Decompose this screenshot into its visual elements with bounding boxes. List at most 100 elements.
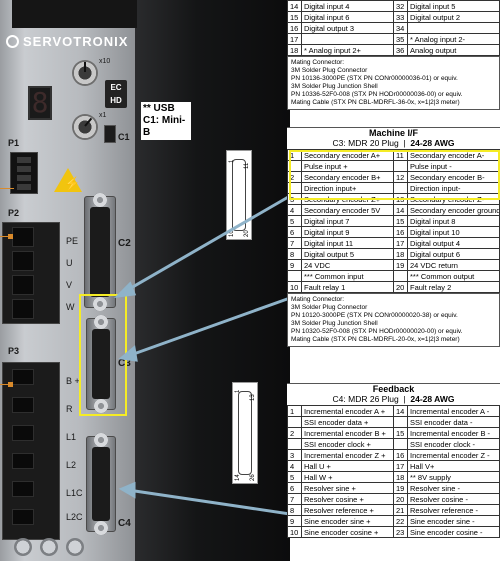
pin-number: 22 xyxy=(393,515,408,527)
p3-connector[interactable] xyxy=(2,362,60,540)
mating-line: 3M Solder Plug Connector xyxy=(291,67,368,74)
c4-label: C4 xyxy=(118,518,131,529)
p3-label: P3 xyxy=(8,346,20,356)
pin-signal: SSI encoder data + xyxy=(301,416,394,428)
c2-connector[interactable] xyxy=(84,193,116,311)
pin-signal: Pulse input + xyxy=(301,160,394,172)
machine-if-subtitle: C3: MDR 20 Plug | 24-28 AWG xyxy=(287,138,500,148)
c4-connector[interactable] xyxy=(86,433,116,535)
drive-side-panel xyxy=(135,0,290,561)
pin-number: 36 xyxy=(393,44,408,56)
mating-line: Mating Cable (STX PN CBL-MDRFL-20-0x, x=… xyxy=(291,336,460,343)
pin-number: 18 xyxy=(287,44,302,56)
callout-dot-p2 xyxy=(8,234,13,239)
pin-signal: Sine encoder sine + xyxy=(301,515,394,527)
pin-signal: Hall U + xyxy=(301,460,394,472)
pin-number: 20 xyxy=(393,281,408,293)
pin-number: 15 xyxy=(287,11,302,23)
pin-signal: Resolver reference - xyxy=(407,504,500,516)
mini-usb-port[interactable] xyxy=(104,125,116,143)
pin-number: 18 xyxy=(393,471,408,483)
pin-number: 14 xyxy=(393,405,408,417)
pin-number: 11 xyxy=(393,149,408,161)
pin-number xyxy=(393,270,408,282)
p3-letter-l1c: L1C xyxy=(66,488,83,498)
pin-signal: SSI encoder data - xyxy=(407,416,500,428)
pin-number: 17 xyxy=(287,33,302,45)
lightning-bolt-icon: ⚡ xyxy=(64,176,81,191)
callout-line-p1 xyxy=(0,188,14,189)
p1-label: P1 xyxy=(8,138,20,148)
pin-signal: 24 VDC return xyxy=(407,259,500,271)
pin-signal: Digital output 5 xyxy=(301,248,394,260)
pin-signal: Resolver sine + xyxy=(301,482,394,494)
pin-number: 3 xyxy=(287,193,302,205)
p2-letter-u: U xyxy=(66,258,73,268)
machine-if-title: Machine I/F xyxy=(368,128,418,138)
hd-badge: EC HD xyxy=(105,80,127,108)
pin-number: 7 xyxy=(287,237,302,249)
p2-connector[interactable] xyxy=(2,222,60,324)
pin-number: 8 xyxy=(287,248,302,260)
pin-number: 16 xyxy=(393,449,408,461)
pin-number: 4 xyxy=(287,204,302,216)
pin-number xyxy=(287,270,302,282)
pin-number: 21 xyxy=(393,504,408,516)
pin-number xyxy=(287,416,302,428)
subtitle-separator: | xyxy=(401,138,408,148)
pin-signal: Sine encoder sine - xyxy=(407,515,500,527)
pin-number: 32 xyxy=(393,0,408,12)
pin-number: 5 xyxy=(287,471,302,483)
arrow-c3 xyxy=(127,296,291,358)
servo-drive-photo: SERVOTRONIX 8 x10 x1 EC HD C1 P1 ⚡ P2 PE… xyxy=(0,0,290,561)
callout-line-p3 xyxy=(0,384,10,385)
pin-number: 3 xyxy=(287,449,302,461)
pin-number: 4 xyxy=(287,460,302,472)
c2-mating-info: Mating Connector:3M Solder Plug Connecto… xyxy=(287,56,500,110)
pin-number: 6 xyxy=(287,482,302,494)
pin-signal: Hall V+ xyxy=(407,460,500,472)
feedback-subtitle: C4: MDR 26 Plug | 24-28 AWG xyxy=(287,394,500,404)
p1-connector[interactable] xyxy=(10,152,38,194)
pin-signal: Digital input 11 xyxy=(301,237,394,249)
arrow-feedback-to-c4 xyxy=(127,488,291,516)
pin-signal: Resolver sine - xyxy=(407,482,500,494)
pin-number: 14 xyxy=(287,0,302,12)
pin-signal: Digital output 4 xyxy=(407,237,500,249)
pin-signal: Direction input+ xyxy=(301,182,394,194)
feedback-pin-row: SSI encoder data + SSI encoder data - xyxy=(287,416,500,428)
rotary-switch-x1[interactable] xyxy=(72,114,98,140)
mating-line: Mating Cable (STX PN CBL-MDRFL-36-0x, x=… xyxy=(291,99,460,106)
pin-number: 1 xyxy=(287,405,302,417)
pin-signal: Secondary encoder B+ xyxy=(301,171,394,183)
pin-number xyxy=(287,160,302,172)
pin-signal: *** Common input xyxy=(301,270,394,282)
pin-number: 9 xyxy=(287,515,302,527)
c2-label: C2 xyxy=(118,238,131,249)
pin-number: 5 xyxy=(287,215,302,227)
pin-number: 20 xyxy=(393,493,408,505)
p2-label: P2 xyxy=(8,208,20,218)
drive-top-cap xyxy=(12,0,137,28)
c3-connector[interactable] xyxy=(86,315,116,413)
arrow-machine-if-to-c2 xyxy=(123,194,291,294)
pin-signal: Fault relay 2 xyxy=(407,281,500,293)
pin-signal: 24 VDC xyxy=(301,259,394,271)
rotary-switch-x10[interactable] xyxy=(72,60,98,86)
pin-number: 9 xyxy=(287,259,302,271)
